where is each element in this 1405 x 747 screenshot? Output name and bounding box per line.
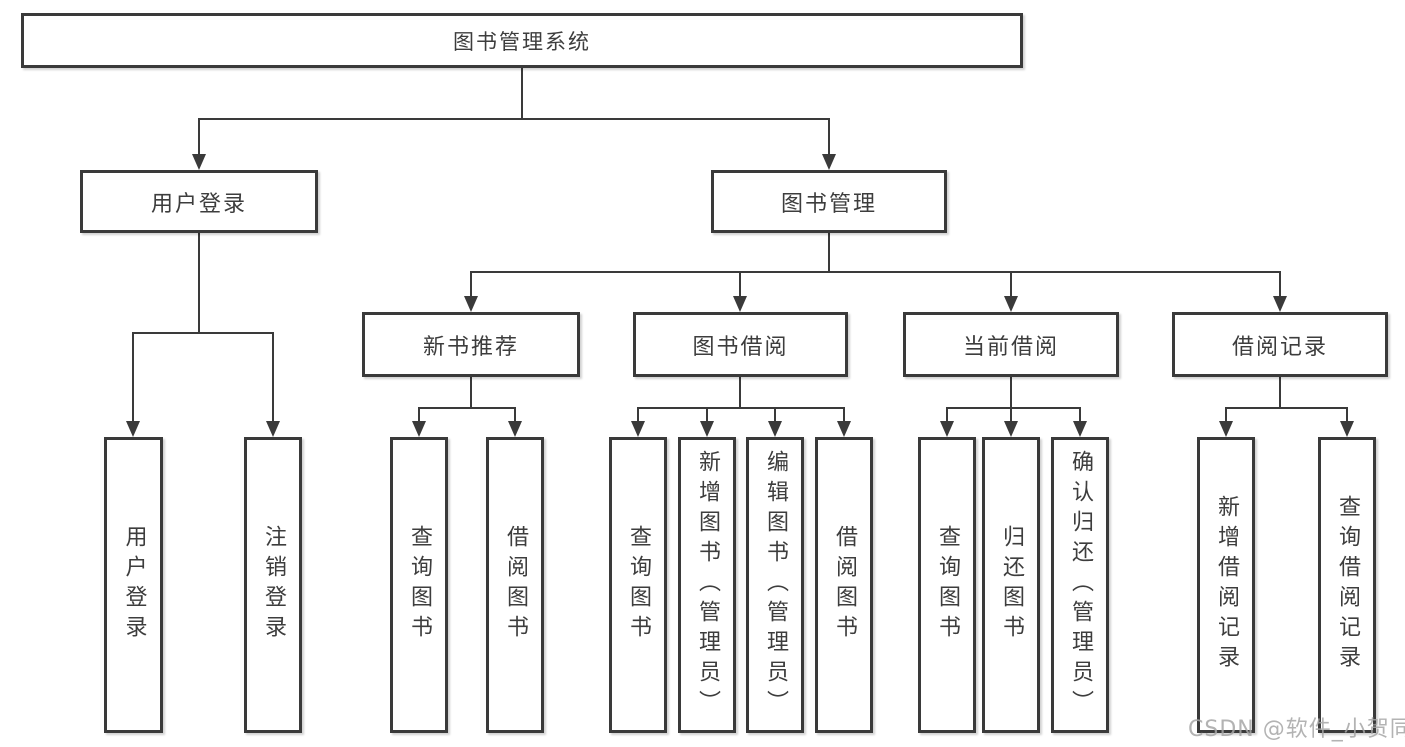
node-new-book-recommend: 新书推荐 bbox=[362, 312, 580, 377]
connector-arrowhead bbox=[1004, 421, 1018, 437]
connector-line bbox=[198, 118, 200, 156]
connector-arrowhead bbox=[1004, 296, 1018, 312]
node-book-borrow: 图书借阅 bbox=[633, 312, 848, 377]
connector-line bbox=[1225, 407, 1348, 409]
leaf-query-books-current-label: 查询图书 bbox=[935, 525, 960, 645]
csdn-watermark: CSDN @软件_小贺同学 bbox=[1188, 717, 1405, 742]
connector-arrowhead bbox=[266, 421, 280, 437]
node-book-management: 图书管理 bbox=[711, 170, 947, 233]
leaf-borrow-books-label: 借阅图书 bbox=[832, 525, 857, 645]
connector-line bbox=[1079, 407, 1081, 423]
leaf-query-books-current: 查询图书 bbox=[918, 437, 976, 733]
connector-line bbox=[1225, 407, 1227, 423]
connector-line bbox=[946, 407, 1081, 409]
connector-arrowhead bbox=[126, 421, 140, 437]
node-root: 图书管理系统 bbox=[21, 13, 1023, 68]
connector-line bbox=[198, 233, 200, 334]
connector-line bbox=[1346, 407, 1348, 423]
connector-line bbox=[132, 332, 274, 334]
connector-line bbox=[739, 377, 741, 409]
connector-line bbox=[198, 118, 830, 120]
connector-arrowhead bbox=[464, 296, 478, 312]
connector-arrowhead bbox=[631, 421, 645, 437]
leaf-return-book-label: 归还图书 bbox=[999, 525, 1024, 645]
leaf-add-borrow-record: 新增借阅记录 bbox=[1197, 437, 1255, 733]
connector-arrowhead bbox=[1073, 421, 1087, 437]
connector-line bbox=[828, 233, 830, 273]
leaf-add-book-admin-label: 新增图书（管理员） bbox=[695, 450, 720, 720]
leaf-user-login: 用户登录 bbox=[104, 437, 163, 733]
connector-line bbox=[1279, 271, 1281, 298]
connector-arrowhead bbox=[733, 296, 747, 312]
connector-arrowhead bbox=[508, 421, 522, 437]
connector-arrowhead bbox=[940, 421, 954, 437]
connector-line bbox=[132, 332, 134, 421]
leaf-borrow-books: 借阅图书 bbox=[815, 437, 873, 733]
connector-line bbox=[521, 67, 523, 119]
connector-line bbox=[418, 407, 420, 423]
leaf-logout-label: 注销登录 bbox=[261, 525, 286, 645]
connector-line bbox=[828, 118, 830, 156]
connector-line bbox=[739, 271, 741, 298]
connector-arrowhead bbox=[1219, 421, 1233, 437]
connector-line bbox=[843, 407, 845, 423]
leaf-query-books-borrow: 查询图书 bbox=[609, 437, 667, 733]
leaf-query-borrow-record: 查询借阅记录 bbox=[1318, 437, 1376, 733]
leaf-return-book: 归还图书 bbox=[982, 437, 1040, 733]
leaf-query-books-recommend: 查询图书 bbox=[390, 437, 448, 733]
connector-line bbox=[1010, 377, 1012, 409]
leaf-logout: 注销登录 bbox=[244, 437, 302, 733]
leaf-user-login-label: 用户登录 bbox=[121, 525, 147, 645]
leaf-query-books-recommend-label: 查询图书 bbox=[407, 525, 432, 645]
connector-line bbox=[946, 407, 948, 423]
connector-arrowhead bbox=[837, 421, 851, 437]
connector-line bbox=[418, 407, 516, 409]
connector-line bbox=[706, 407, 708, 423]
connector-arrowhead bbox=[1273, 296, 1287, 312]
connector-arrowhead bbox=[700, 421, 714, 437]
leaf-borrow-books-recommend: 借阅图书 bbox=[486, 437, 544, 733]
connector-line bbox=[272, 332, 274, 421]
leaf-borrow-books-recommend-label: 借阅图书 bbox=[503, 525, 528, 645]
leaf-confirm-return-admin-label: 确认归还（管理员） bbox=[1068, 450, 1093, 720]
connector-line bbox=[470, 271, 472, 298]
connector-line bbox=[470, 271, 1281, 273]
connector-arrowhead bbox=[192, 154, 206, 170]
connector-line bbox=[514, 407, 516, 423]
connector-line bbox=[470, 377, 472, 409]
leaf-add-borrow-record-label: 新增借阅记录 bbox=[1214, 495, 1239, 675]
connector-line bbox=[637, 407, 639, 423]
connector-arrowhead bbox=[768, 421, 782, 437]
connector-arrowhead bbox=[412, 421, 426, 437]
connector-line bbox=[774, 407, 776, 423]
leaf-query-borrow-record-label: 查询借阅记录 bbox=[1335, 495, 1360, 675]
connector-line bbox=[637, 407, 845, 409]
leaf-edit-book-admin: 编辑图书（管理员） bbox=[746, 437, 804, 733]
connector-arrowhead bbox=[1340, 421, 1354, 437]
connector-line bbox=[1279, 377, 1281, 409]
leaf-confirm-return-admin: 确认归还（管理员） bbox=[1051, 437, 1109, 733]
node-user-login: 用户登录 bbox=[80, 170, 318, 233]
leaf-edit-book-admin-label: 编辑图书（管理员） bbox=[763, 450, 788, 720]
connector-line bbox=[1010, 271, 1012, 298]
connector-arrowhead bbox=[822, 154, 836, 170]
leaf-query-books-borrow-label: 查询图书 bbox=[626, 525, 651, 645]
node-current-borrow: 当前借阅 bbox=[903, 312, 1119, 377]
node-borrow-records: 借阅记录 bbox=[1172, 312, 1388, 377]
connector-line bbox=[1010, 407, 1012, 423]
leaf-add-book-admin: 新增图书（管理员） bbox=[678, 437, 736, 733]
